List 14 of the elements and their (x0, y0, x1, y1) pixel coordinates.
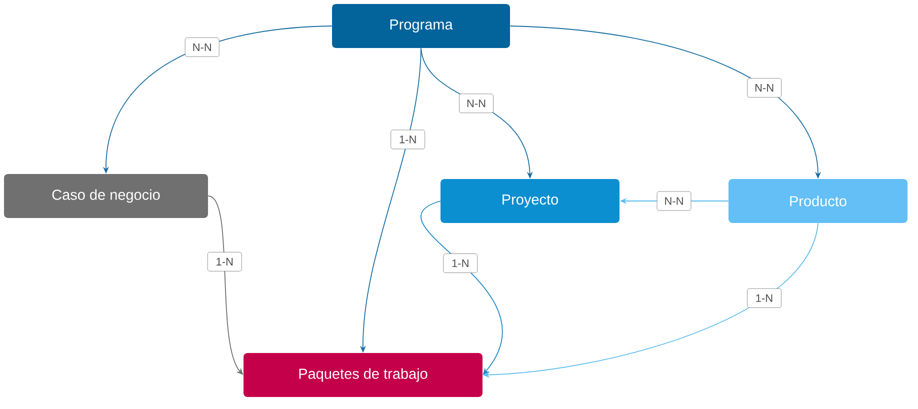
edge-label: N-N (747, 78, 782, 98)
edge-label: N-N (184, 38, 220, 57)
edge-label: 1-N (747, 288, 782, 308)
arrow (420, 200, 503, 375)
edge-label: 1-N (443, 254, 478, 273)
entity-box: Caso de negocio (4, 174, 208, 218)
edge-label: 1-N (207, 252, 242, 272)
edge-label: N-N (459, 94, 494, 114)
edge-label: 1-N (390, 130, 426, 150)
entity-box: Programa (332, 4, 510, 48)
entity-box: Producto (728, 179, 908, 223)
edge-label: N-N (656, 191, 692, 211)
entity-box: Paquetes de trabajo (244, 353, 482, 397)
entity-box: Proyecto (440, 179, 620, 223)
